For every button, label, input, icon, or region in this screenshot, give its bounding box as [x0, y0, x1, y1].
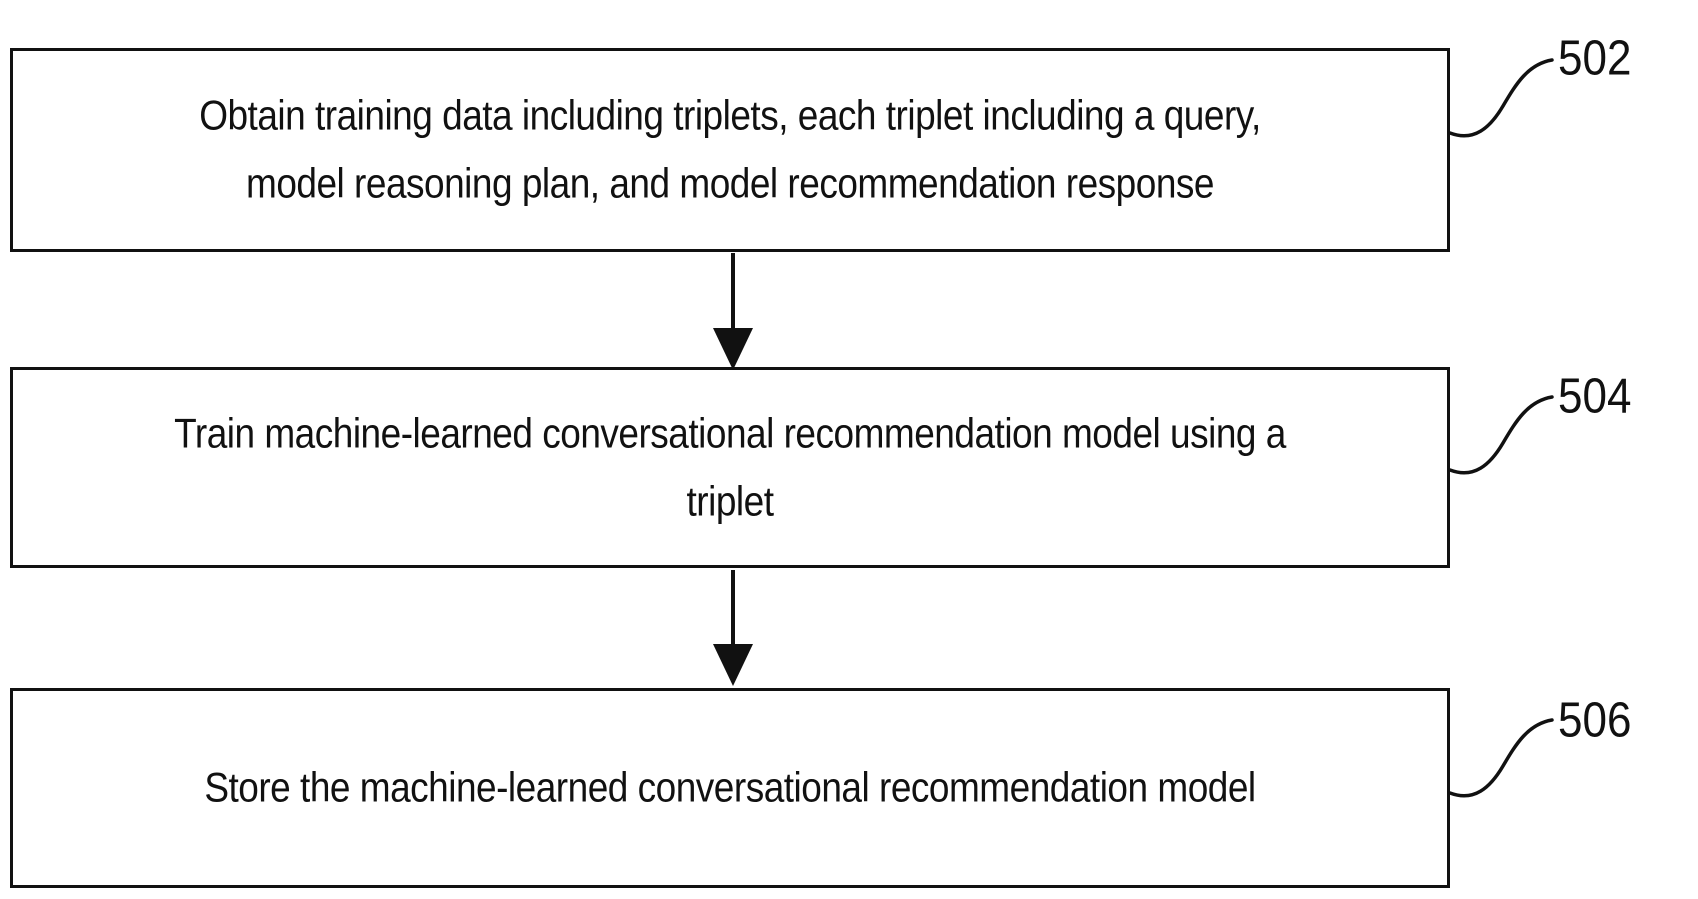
arrow-502-to-504 — [713, 253, 753, 370]
step-504-line-1: Train machine-learned conversational rec… — [174, 409, 1286, 457]
leader-line-506 — [1448, 718, 1554, 798]
ref-label-502: 502 — [1558, 30, 1632, 86]
leader-line-504 — [1448, 395, 1554, 475]
ref-label-504: 504 — [1558, 369, 1632, 424]
step-box-506: Store the machine-learned conversational… — [10, 688, 1450, 888]
arrow-504-to-506 — [713, 570, 753, 686]
leader-line-502 — [1448, 58, 1554, 138]
step-box-504: Train machine-learned conversational rec… — [10, 367, 1450, 568]
step-504-line-2: triplet — [686, 477, 774, 524]
arrowhead-icon — [713, 644, 753, 686]
step-box-502: Obtain training data including triplets,… — [10, 48, 1450, 252]
arrowhead-icon — [713, 328, 753, 370]
ref-label-506: 506 — [1558, 693, 1632, 748]
step-504-text: Train machine-learned conversational rec… — [13, 400, 1447, 536]
step-502-line-1: Obtain training data including triplets,… — [199, 92, 1261, 139]
step-502-text: Obtain training data including triplets,… — [13, 82, 1447, 218]
step-506-text: Store the machine-learned conversational… — [13, 754, 1447, 822]
step-502-line-2: model reasoning plan, and model recommen… — [246, 160, 1215, 207]
step-506-line-1: Store the machine-learned conversational… — [204, 764, 1256, 811]
